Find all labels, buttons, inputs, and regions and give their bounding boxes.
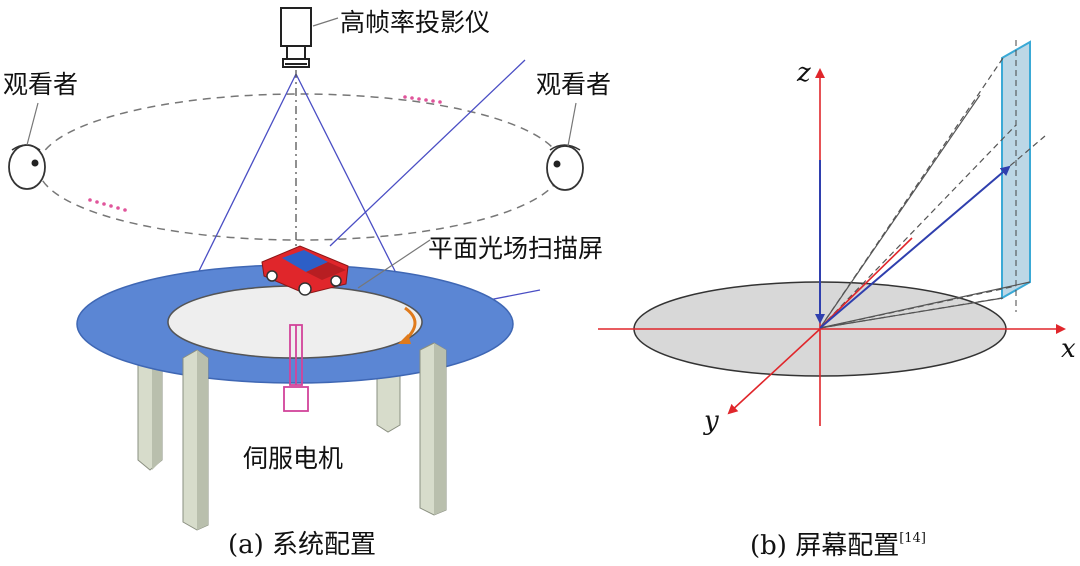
caption-b-ref: [14] [899,531,926,546]
motor-label: 伺服电机 [243,444,344,473]
axis-y-label: y [704,406,719,436]
blue-vector-panel [819,165,1011,329]
axis-x-label: x [1061,334,1076,364]
projection-guides [819,57,1046,329]
axis-z-label: z [797,58,811,88]
caption-a: (a) 系统配置 [228,530,377,560]
support-legs-front [182,342,447,531]
servo-motor-icon [283,324,309,412]
y-axis [727,328,821,415]
viewer-right-leader [567,102,577,147]
projector-leader [312,17,339,27]
viewer-right-label: 观看者 [536,70,612,99]
screen-label: 平面光场扫描屏 [428,234,604,263]
orbit-dots [88,95,442,212]
projector-label: 高帧率投影仪 [340,8,491,37]
viewer-left-label: 观看者 [3,70,79,99]
panel-b-diagram [598,40,1066,426]
caption-b: (b) 屏幕配置[14] [750,532,926,559]
projector-icon [280,7,312,68]
viewer-right-icon [546,144,584,191]
viewer-left-icon [8,144,46,190]
scanning-screen-disc [167,285,423,359]
caption-b-main: (b) 屏幕配置 [750,531,900,561]
panel-a-diagram [8,7,584,531]
screen-leader [357,239,431,289]
viewer-left-leader [26,102,39,146]
viewing-orbit [37,93,563,241]
red-direction-line [819,237,913,329]
car-model-icon [261,245,349,296]
